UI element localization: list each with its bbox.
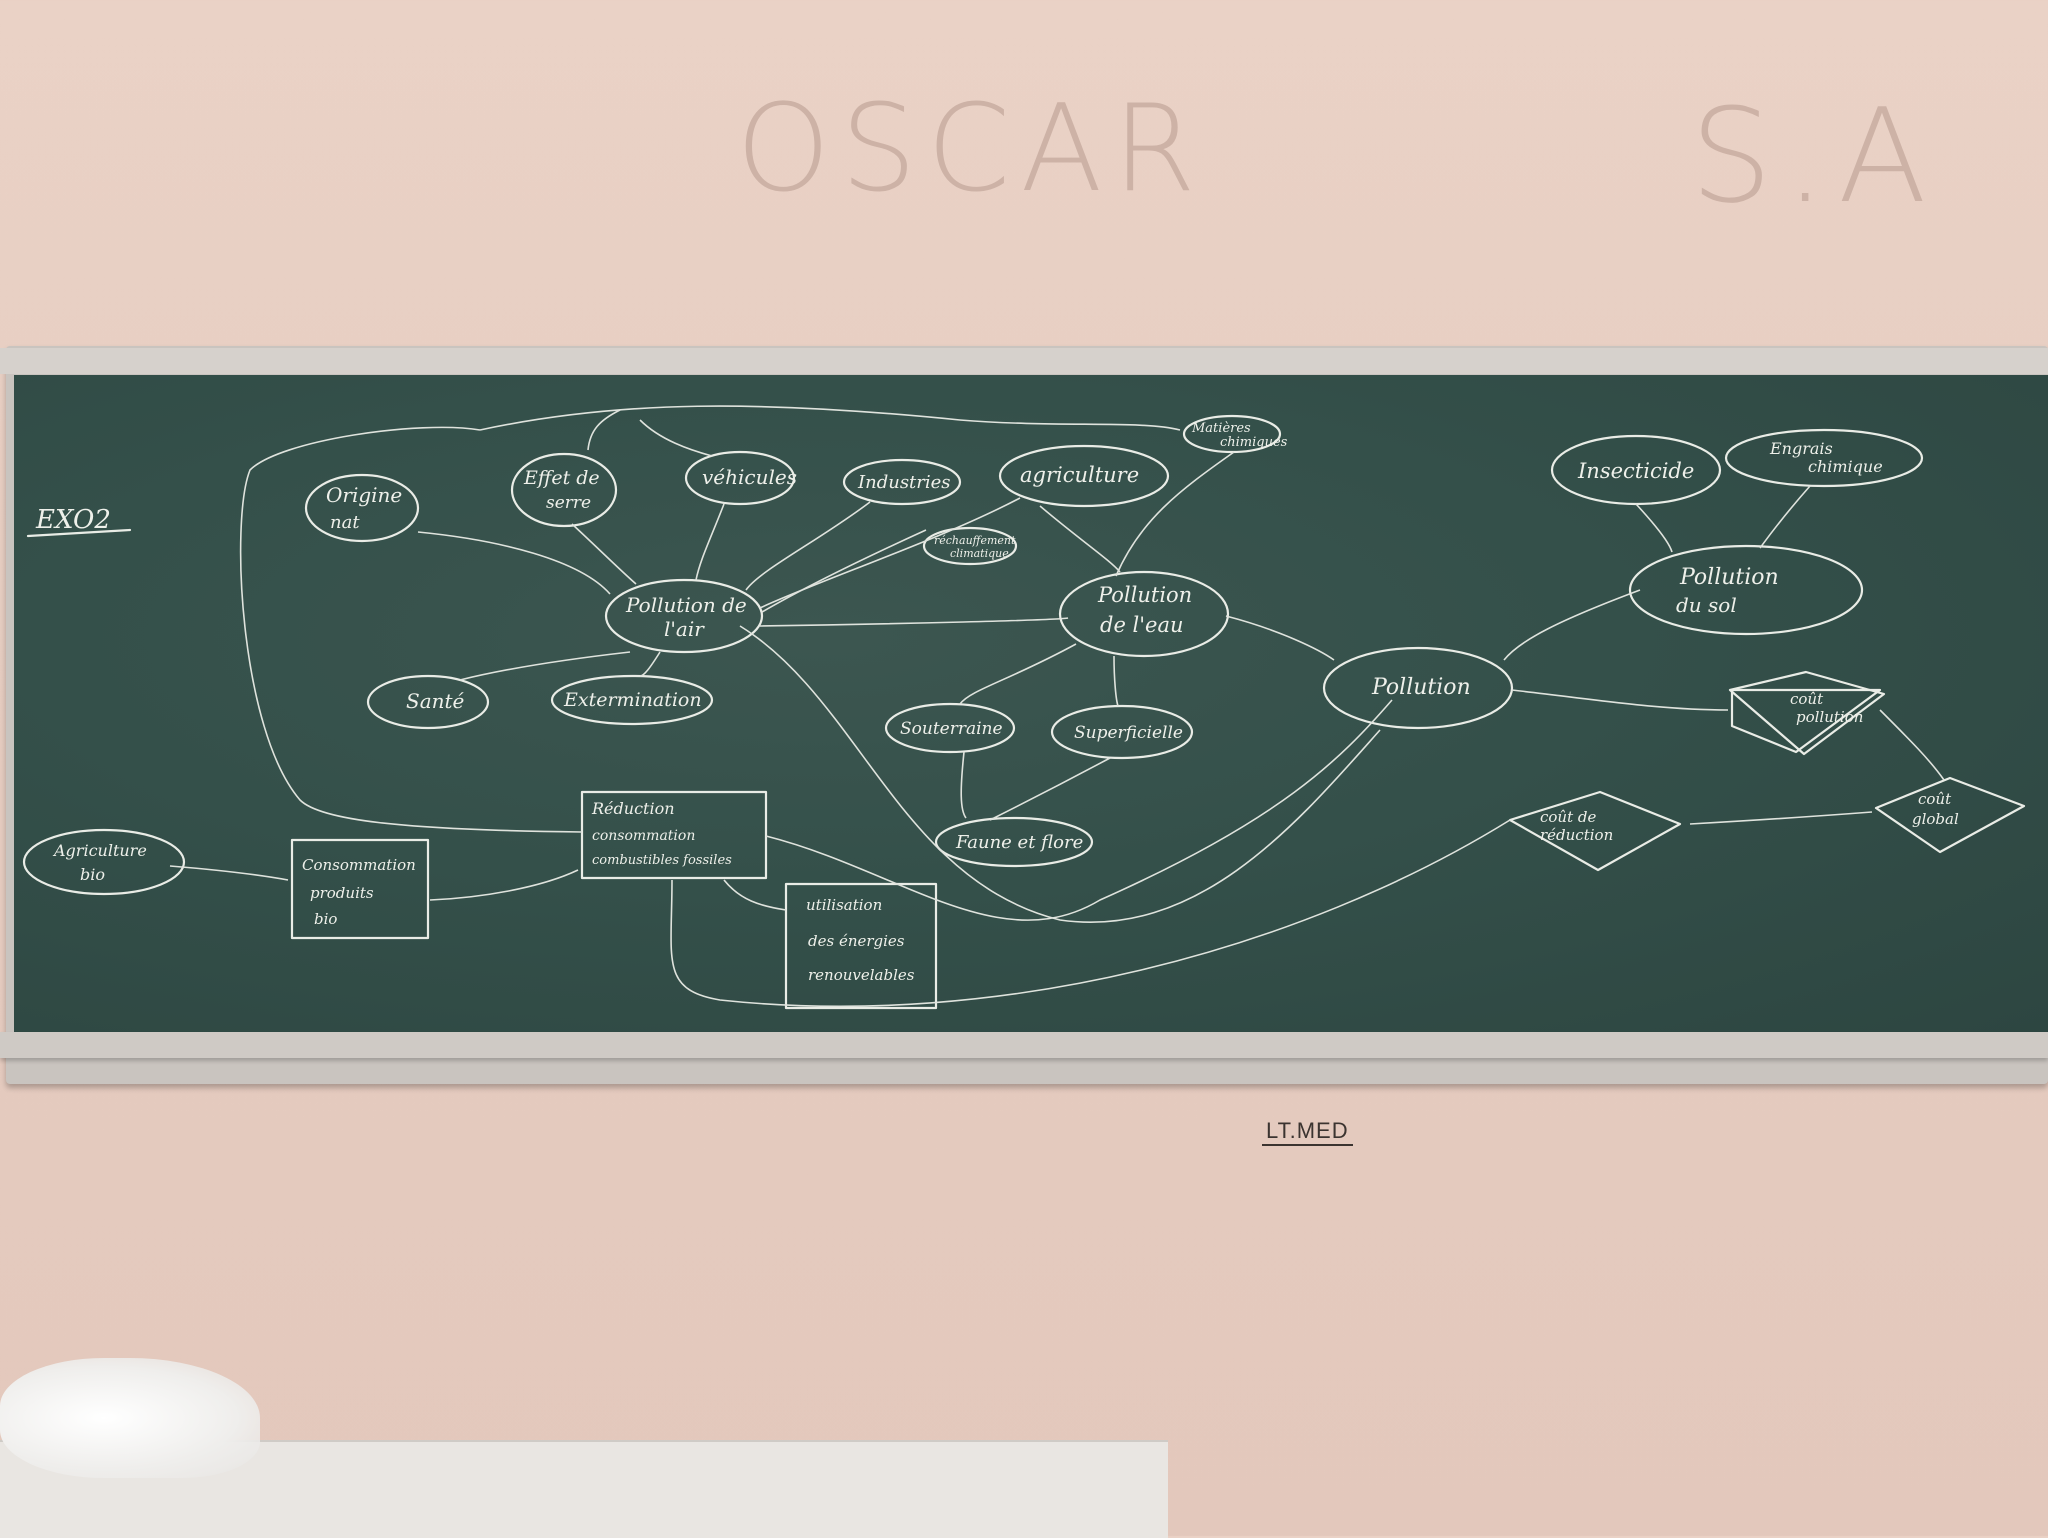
wall-graffiti-oscar: OSCAR — [736, 80, 1206, 219]
node-energies-renouvelables — [784, 882, 938, 1010]
node-cout-global — [1874, 776, 2026, 854]
wall-label: LT.MED — [1262, 1118, 1353, 1146]
node-faune-flore — [934, 816, 1094, 868]
node-cout-pollution — [1730, 688, 1882, 754]
wall-graffiti-sa: S.A — [1690, 80, 1939, 232]
node-agriculture-bio — [22, 828, 186, 896]
svg-text:Effet de: Effet de — [523, 467, 600, 489]
svg-text:combustibles fossiles: combustibles fossiles — [592, 853, 732, 868]
diagram-arrows — [169, 405, 1945, 1008]
svg-text:chimiques: chimiques — [1220, 435, 1288, 450]
svg-text:Consommation: Consommation — [302, 856, 416, 874]
svg-text:chimique: chimique — [1808, 457, 1883, 476]
svg-text:Souterraine: Souterraine — [900, 719, 1003, 739]
svg-text:du sol: du sol — [1676, 593, 1737, 617]
node-cout-reduction — [1508, 790, 1682, 872]
node-pollution-sol — [1628, 544, 1864, 636]
svg-text:Extermination: Extermination — [563, 689, 702, 711]
node-sante — [366, 674, 490, 730]
svg-text:véhicules: véhicules — [702, 465, 797, 489]
svg-text:utilisation: utilisation — [806, 896, 882, 914]
svg-text:réduction: réduction — [1540, 826, 1613, 844]
svg-text:réchauffement: réchauffement — [934, 534, 1016, 547]
node-consommation-bio — [290, 838, 430, 940]
svg-text:global: global — [1912, 810, 1959, 828]
node-origine-nat — [304, 473, 420, 543]
svg-text:coût: coût — [1918, 790, 1952, 808]
svg-text:Matières: Matières — [1191, 421, 1251, 436]
blackboard — [14, 375, 2048, 1032]
svg-text:Pollution: Pollution — [1371, 675, 1471, 700]
svg-text:Origine: Origine — [326, 483, 402, 507]
node-pollution-eau — [1058, 570, 1230, 658]
blackboard-top-rail — [0, 348, 2048, 374]
svg-text:de l'eau: de l'eau — [1100, 613, 1184, 637]
svg-text:Pollution: Pollution — [1679, 565, 1779, 590]
svg-text:Agriculture: Agriculture — [52, 841, 147, 860]
node-superficielle — [1050, 704, 1194, 760]
chalk-tray — [0, 1032, 2048, 1058]
svg-text:coût: coût — [1790, 690, 1824, 708]
node-agriculture — [998, 444, 1170, 508]
svg-text:Insecticide: Insecticide — [1577, 459, 1694, 483]
node-rechauffement — [922, 526, 1018, 566]
svg-text:produits: produits — [310, 884, 374, 902]
svg-text:coût de: coût de — [1540, 808, 1596, 826]
node-pollution — [1322, 646, 1514, 730]
svg-text:Pollution: Pollution — [1097, 583, 1192, 607]
svg-text:renouvelables: renouvelables — [808, 966, 915, 984]
svg-text:bio: bio — [314, 910, 337, 928]
node-extermination — [550, 674, 714, 726]
svg-text:serre: serre — [546, 493, 591, 513]
svg-text:climatique: climatique — [950, 547, 1009, 560]
svg-text:Pollution de: Pollution de — [625, 593, 747, 617]
svg-text:Réduction: Réduction — [591, 799, 675, 818]
svg-text:Superficielle: Superficielle — [1074, 723, 1183, 743]
node-souterraine — [884, 702, 1016, 754]
desk — [0, 1440, 1168, 1538]
node-vehicules — [684, 450, 796, 506]
node-effet-serre — [510, 452, 618, 528]
node-industries — [842, 458, 962, 506]
svg-text:bio: bio — [80, 865, 105, 884]
svg-text:Faune et flore: Faune et flore — [955, 832, 1083, 853]
exercise-title: EXO2 — [35, 505, 111, 535]
svg-text:consommation: consommation — [592, 828, 695, 844]
svg-text:agriculture: agriculture — [1020, 463, 1139, 487]
node-matieres-chimiques — [1182, 414, 1282, 454]
svg-text:Engrais: Engrais — [1769, 439, 1833, 458]
svg-text:des énergies: des énergies — [808, 932, 905, 950]
node-reduction-fossiles — [580, 790, 768, 880]
node-engrais-chimique — [1724, 428, 1924, 488]
svg-text:pollution: pollution — [1796, 708, 1863, 726]
svg-text:Santé: Santé — [406, 689, 465, 713]
svg-text:l'air: l'air — [664, 617, 705, 641]
node-pollution-air — [604, 578, 764, 654]
svg-text:nat: nat — [330, 512, 360, 533]
svg-text:Industries: Industries — [857, 472, 951, 493]
plastic-bag — [0, 1358, 260, 1478]
